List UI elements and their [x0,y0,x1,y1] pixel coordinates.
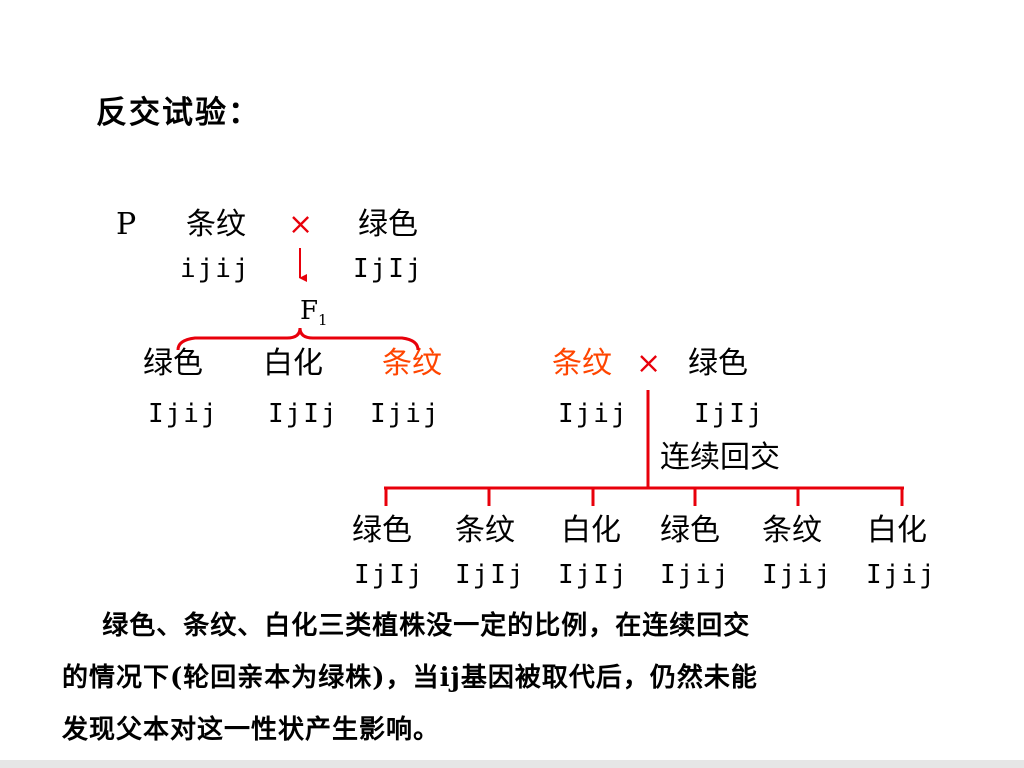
f1-phenotype-3: 条纹 [382,346,442,381]
male-parent-phenotype: 绿色 [358,207,418,242]
backcross-female-phenotype: 条纹 [552,346,612,381]
backcross-offspring-genotype-5: Ijij [762,560,833,590]
f1-phenotype-1: 绿色 [143,346,203,381]
backcross-male-phenotype: 绿色 [688,346,748,381]
female-parent-genotype: ijij [180,254,251,284]
cross-symbol: × [288,207,314,242]
backcross-offspring-genotype-4: Ijij [660,560,731,590]
female-parent-phenotype: 条纹 [186,207,246,242]
backcross-offspring-phenotype-6: 白化 [867,513,927,548]
male-parent-genotype: IjIj [353,254,424,284]
backcross-male-genotype: IjIj [694,399,765,429]
slide-title: 反交试验： [96,95,261,131]
backcross-label: 连续回交 [660,440,780,475]
backcross-offspring-genotype-1: IjIj [354,560,425,590]
backcross-offspring-phenotype-1: 绿色 [352,513,412,548]
f1-brace [176,327,420,351]
backcross-offspring-phenotype-5: 条纹 [762,513,822,548]
f1-phenotype-2: 白化 [263,346,323,381]
backcross-offspring-phenotype-3: 白化 [561,513,621,548]
conclusion-paragraph: 绿色、条纹、白化三类植株没一定的比例，在连续回交 的情况下(轮回亲本为绿株)，当… [62,600,962,756]
f1-genotype-1: Ijij [148,399,219,429]
footer-band [0,760,1024,768]
p-generation-label: P [116,207,137,242]
backcross-female-genotype: Ijij [558,399,629,429]
backcross-offspring-phenotype-2: 条纹 [455,513,515,548]
backcross-offspring-genotype-6: Ijij [866,560,937,590]
backcross-offspring-genotype-2: IjIj [455,560,526,590]
conclusion-line-2: 的情况下(轮回亲本为绿株)，当ij基因被取代后，仍然未能 [62,663,758,693]
backcross-cross-symbol: × [636,346,662,381]
f1-genotype-2: IjIj [268,399,339,429]
backcross-offspring-phenotype-4: 绿色 [660,513,720,548]
conclusion-line-1: 绿色、条纹、白化三类植株没一定的比例，在连续回交 [62,611,751,641]
f1-label: F1 [300,296,328,330]
backcross-offspring-genotype-3: IjIj [558,560,629,590]
conclusion-line-3: 发现父本对这一性状产生影响。 [62,715,441,745]
f1-genotype-3: Ijij [370,399,441,429]
